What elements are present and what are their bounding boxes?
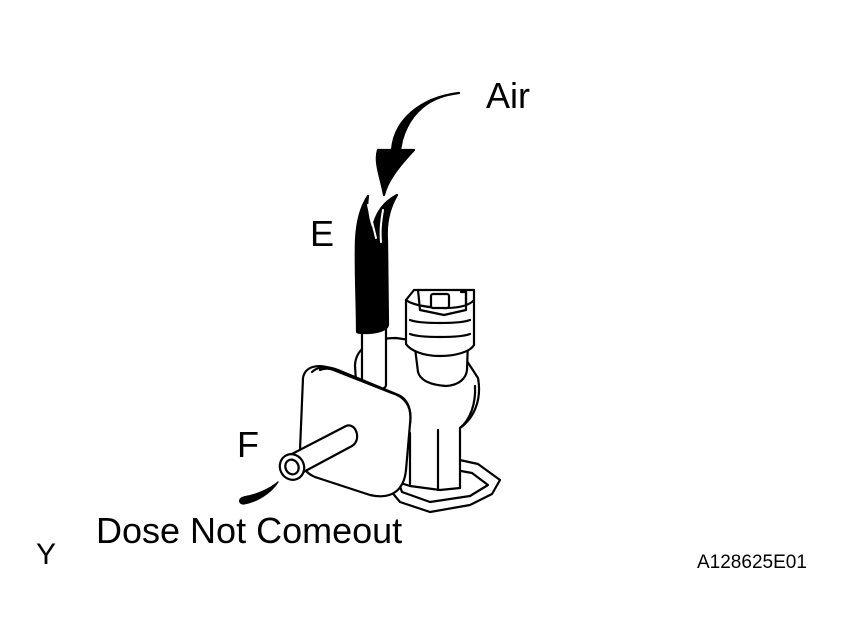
port-f-label: F	[237, 424, 259, 465]
connector	[404, 288, 476, 388]
flow-note-label: Dose Not Comeout	[96, 510, 403, 551]
corner-marker: Y	[36, 538, 57, 571]
curved-arrow-down-icon	[375, 91, 461, 197]
hose-e	[354, 193, 399, 335]
drop-icon	[239, 481, 279, 505]
air-label: Air	[486, 75, 530, 116]
figure-code: A128625E01	[697, 552, 807, 573]
port-e-label: E	[310, 213, 335, 254]
nozzle-f	[278, 424, 359, 481]
